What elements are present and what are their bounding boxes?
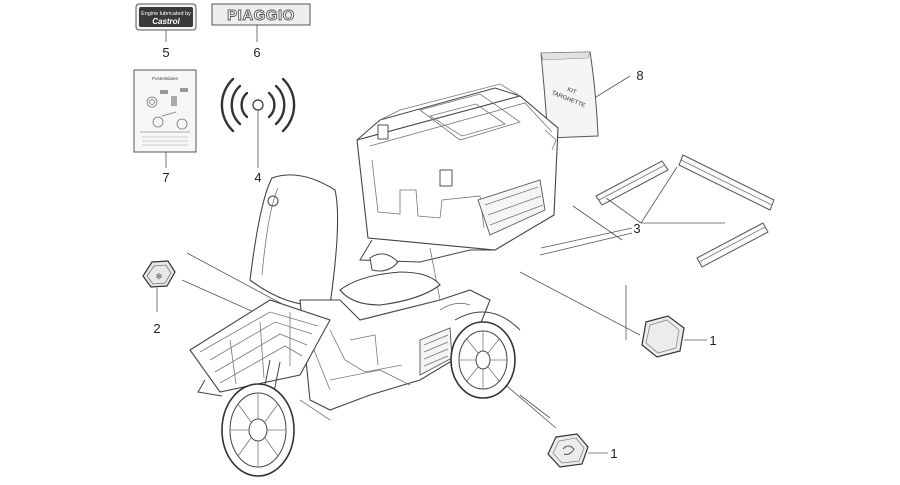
info-sticker-header: PosteItaliane xyxy=(152,76,179,81)
reflective-strips xyxy=(595,154,775,268)
callout-3: 3 xyxy=(633,221,640,236)
callout-4: 4 xyxy=(254,170,261,185)
three-wheel-scooter-drawing xyxy=(189,83,559,477)
callout-1b: 1 xyxy=(610,446,617,461)
callout-1a: 1 xyxy=(709,333,716,348)
front-hex-badge: ✻ xyxy=(142,260,176,288)
castrol-label-line1: Engine lubricated by xyxy=(141,11,191,17)
callout-2: 2 xyxy=(153,321,160,336)
callout-8: 8 xyxy=(636,68,643,83)
top-case xyxy=(356,83,559,251)
kit-bag-line1: KIT xyxy=(566,87,577,96)
wheel-hex-emblem-lower xyxy=(547,433,589,468)
piaggio-label-decal: PIAGGIO xyxy=(211,3,311,26)
callout-7: 7 xyxy=(162,170,169,185)
callout-6: 6 xyxy=(253,45,260,60)
castrol-label-decal: Engine lubricated by Castrol xyxy=(135,3,197,31)
callout-5: 5 xyxy=(162,45,169,60)
side-hex-emblem-upper xyxy=(641,315,685,358)
kit-targhette-bag: KIT TARGHETTE xyxy=(540,51,599,139)
front-basket xyxy=(189,299,331,397)
piaggio-label-text: PIAGGIO xyxy=(227,7,295,24)
castrol-label-brand: Castrol xyxy=(152,17,180,26)
rear-wheel xyxy=(450,311,521,399)
front-wheel xyxy=(221,383,295,477)
windscreen xyxy=(249,174,339,307)
svg-text:✻: ✻ xyxy=(156,272,163,281)
wireless-tag-icon xyxy=(220,77,296,133)
info-sticker-decal: PosteItaliane xyxy=(133,69,197,153)
